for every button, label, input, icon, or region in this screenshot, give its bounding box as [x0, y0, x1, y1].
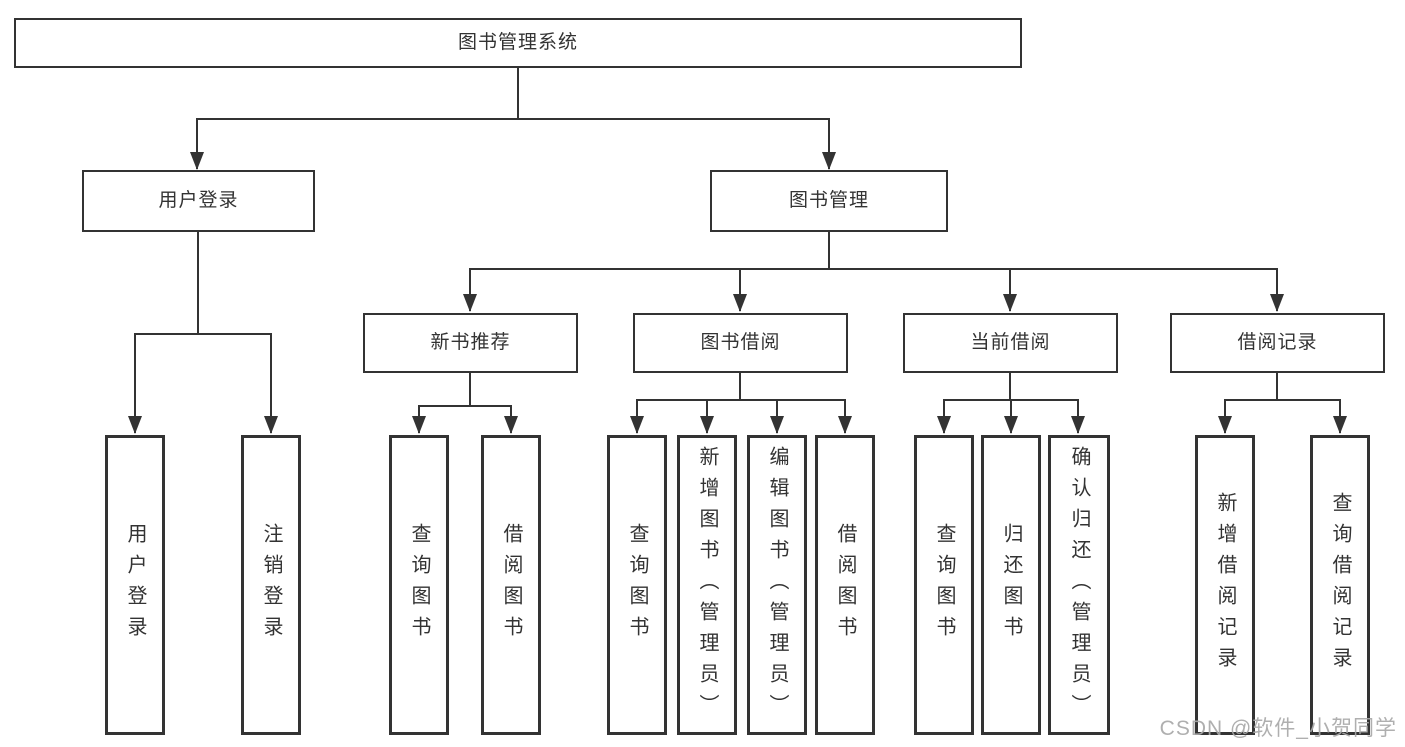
node-borrow-records: 借阅记录: [1170, 313, 1385, 373]
leaf-logout: 注销登录: [241, 435, 301, 735]
leaf-newbooks-borrow: 借阅图书: [481, 435, 541, 735]
node-user-login-branch: 用户登录: [82, 170, 315, 232]
leaf-current-confirm-admin: 确认归还（管理员）: [1048, 435, 1110, 735]
node-book-mgmt-branch: 图书管理: [710, 170, 948, 232]
leaf-records-add: 新增借阅记录: [1195, 435, 1255, 735]
leaf-records-query: 查询借阅记录: [1310, 435, 1370, 735]
leaf-newbooks-query: 查询图书: [389, 435, 449, 735]
watermark-text: CSDN @软件_小贺同学: [1159, 717, 1397, 740]
leaf-user-login: 用户登录: [105, 435, 165, 735]
node-new-book-recommend: 新书推荐: [363, 313, 578, 373]
node-current-borrowing: 当前借阅: [903, 313, 1118, 373]
node-book-borrowing: 图书借阅: [633, 313, 848, 373]
leaf-current-return: 归还图书: [981, 435, 1041, 735]
leaf-borrowing-edit-admin: 编辑图书（管理员）: [747, 435, 807, 735]
node-root-system: 图书管理系统: [14, 18, 1022, 68]
leaf-borrowing-borrow: 借阅图书: [815, 435, 875, 735]
leaf-current-query: 查询图书: [914, 435, 974, 735]
leaf-borrowing-add-admin: 新增图书（管理员）: [677, 435, 737, 735]
leaf-borrowing-query: 查询图书: [607, 435, 667, 735]
